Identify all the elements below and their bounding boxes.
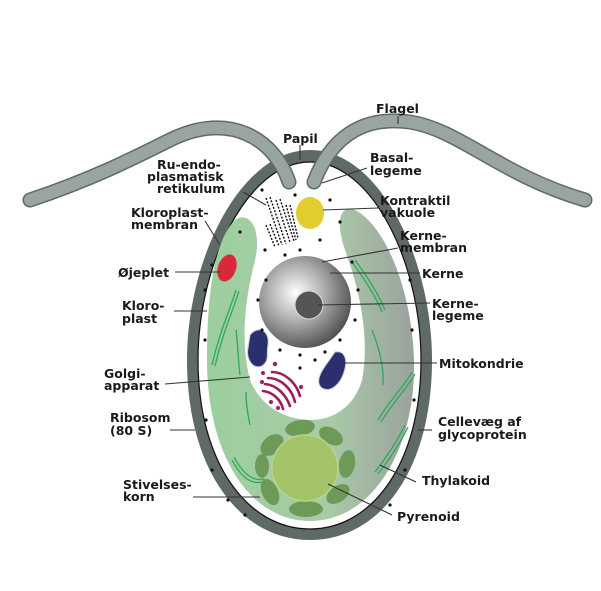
label-rer-2: plasmatisk (147, 169, 224, 184)
label-rer-1: Ru-endo- (157, 157, 221, 172)
thylakoids (211, 259, 416, 484)
ribosome-dot (323, 350, 327, 354)
mitochondrion-right (318, 351, 347, 390)
ribosome-dot (293, 193, 297, 197)
ribosome-dot (256, 298, 260, 302)
golgi-apparatus (261, 370, 302, 411)
ribosome-dot (204, 418, 208, 422)
label-cellevaeg-2: glycoprotein (438, 427, 527, 442)
label-pyrenoid: Pyrenoid (397, 509, 460, 524)
ribosome-dot (313, 358, 317, 362)
mitochondrion-left (247, 329, 269, 368)
ribosome-dot (410, 328, 414, 332)
ribosome-dot (210, 263, 214, 267)
ribosome-dot (210, 468, 214, 472)
ribosome-dot (350, 260, 354, 264)
ribosome-dot (203, 338, 207, 342)
label-kernemembran-1: Kerne- (400, 228, 447, 243)
ribosome-dot (238, 230, 242, 234)
ribosome-dot (298, 366, 302, 370)
label-kernelegeme-2: legeme (432, 308, 484, 323)
contractile-vacuole (296, 197, 324, 229)
label-basal-2: legeme (370, 163, 422, 178)
ribosome-dot (353, 318, 357, 322)
ribosome-dot (338, 220, 342, 224)
ribosomes (203, 188, 416, 517)
ribosome-dot (263, 248, 267, 252)
label-kontraktil-2: vakuole (380, 205, 435, 220)
starch-grains (255, 419, 356, 517)
label-golgi-2: apparat (104, 378, 159, 393)
ribosome-dot (260, 188, 264, 192)
ribosome-dot (278, 348, 282, 352)
label-papil: Papil (283, 131, 318, 146)
ribosome-dot (260, 328, 264, 332)
label-klorplastmembran-1: Kloroplast- (131, 205, 209, 220)
ribosome-dot (328, 198, 332, 202)
pyrenoid (271, 434, 339, 502)
label-ribosom-2: (80 S) (110, 423, 152, 438)
label-ribosom-1: Ribosom (110, 410, 171, 425)
label-kernelegeme-1: Kerne- (432, 296, 479, 311)
ribosome-dot (203, 288, 207, 292)
golgi-vesicles (260, 361, 303, 410)
ribosome-dot (408, 278, 412, 282)
eyespot (217, 254, 237, 282)
label-kontraktil-1: Kontraktil (380, 193, 450, 208)
label-golgi-1: Golgi- (104, 366, 146, 381)
label-kloroplast-1: Kloro- (122, 298, 165, 313)
ribosome-dot (338, 338, 342, 342)
label-klorplastmembran-2: membran (131, 217, 198, 232)
ribosome-dot (264, 278, 268, 282)
label-thylakoid: Thylakoid (422, 473, 490, 488)
ribosome-dot (412, 398, 416, 402)
ribosome-dot (298, 248, 302, 252)
label-kloroplast-2: plast (122, 311, 157, 326)
rough-er (265, 196, 299, 248)
ribosome-dot (403, 468, 407, 472)
label-basal-1: Basal- (370, 150, 413, 165)
label-kernemembran-2: membran (400, 240, 467, 255)
ribosome-dot (283, 253, 287, 257)
label-rer-3: retikulum (157, 181, 225, 196)
label-cellevaeg-1: Cellevæg af (438, 414, 522, 429)
ribosome-dot (356, 288, 360, 292)
label-flagel: Flagel (376, 101, 419, 116)
label-ojeplet: Øjeplet (118, 265, 169, 280)
ribosome-dot (318, 238, 322, 242)
leader-lines (164, 116, 437, 516)
label-stivelse-2: korn (123, 489, 155, 504)
chloroplast (207, 209, 415, 521)
label-stivelse-1: Stivelses- (123, 477, 192, 492)
ribosome-dot (298, 353, 302, 357)
ribosome-dot (388, 503, 392, 507)
label-kerne: Kerne (422, 266, 464, 281)
label-mitokondrie: Mitokondrie (439, 356, 524, 371)
ribosome-dot (243, 513, 247, 517)
ribosome-dot (226, 498, 230, 502)
